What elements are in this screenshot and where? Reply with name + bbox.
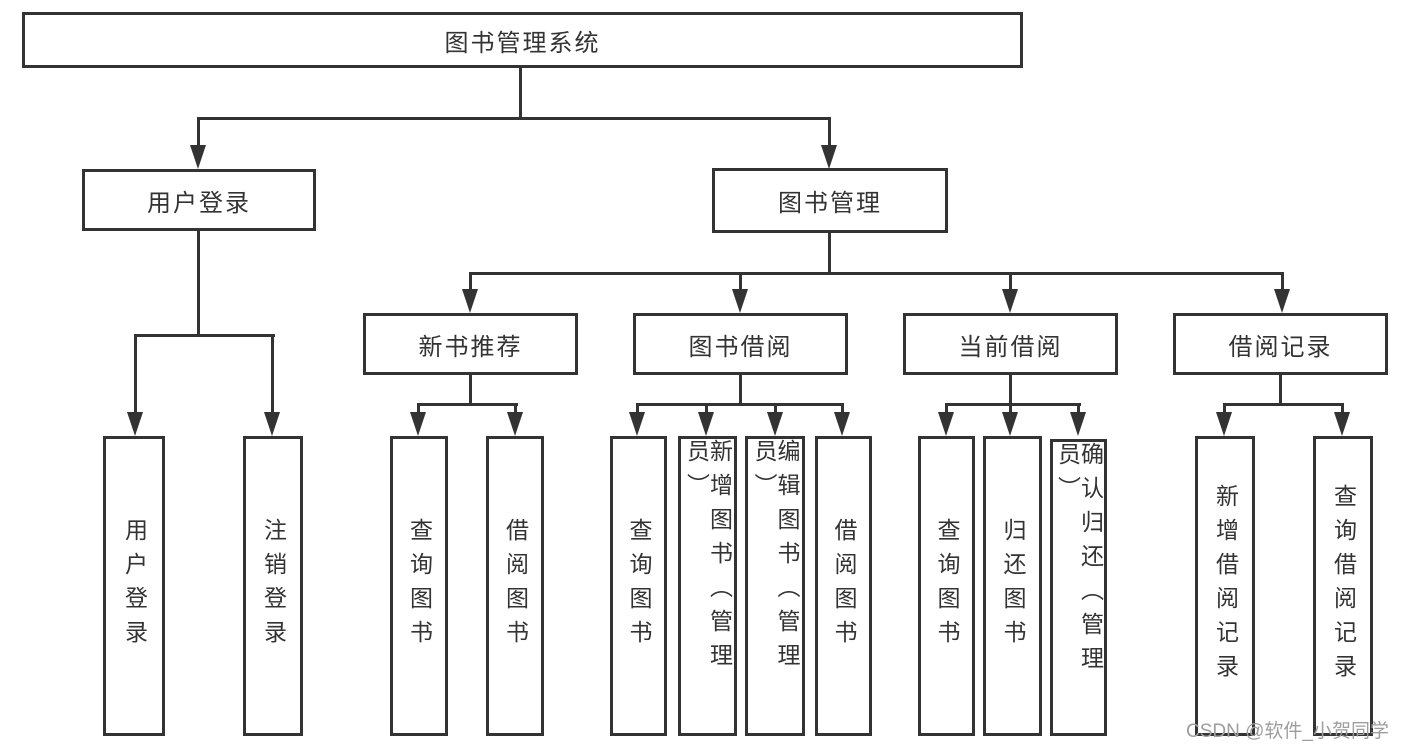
arrowhead-nb-query bbox=[410, 412, 426, 436]
leaf-label: 借阅图书 bbox=[831, 518, 857, 654]
arrowhead-borrowing-records bbox=[1274, 289, 1290, 313]
leaf-bb-query-books: 查询图书 bbox=[610, 436, 667, 736]
connector-br-drop bbox=[1279, 373, 1282, 405]
connector-stub-bb-edit bbox=[774, 403, 777, 415]
connector-stub-bb-add bbox=[705, 403, 708, 415]
connector-stub-nb-borrow bbox=[514, 403, 517, 415]
leaf-nb-query-books: 查询图书 bbox=[390, 436, 448, 736]
arrowhead-new-book-recommendation bbox=[462, 289, 478, 313]
leaf-br-add-borrow-record: 新增借阅记录 bbox=[1195, 436, 1255, 736]
connector-root-drop bbox=[519, 66, 522, 119]
arrowhead-br-query bbox=[1334, 412, 1350, 436]
arrowhead-bb-edit bbox=[767, 412, 783, 436]
leaf-cb-confirm-return-admin: 确认归还（管理员） bbox=[1050, 439, 1107, 736]
node-borrowing-records: 借阅记录 bbox=[1173, 313, 1388, 375]
connector-user-login-drop bbox=[197, 230, 200, 336]
arrowhead-nb-borrow bbox=[507, 412, 523, 436]
node-label: 图书管理 bbox=[778, 190, 882, 217]
arrowhead-book-borrowing bbox=[732, 289, 748, 313]
leaf-nb-borrow-books: 借阅图书 bbox=[486, 436, 544, 736]
arrowhead-bb-borrow bbox=[834, 412, 850, 436]
leaf-label: 用户登录 bbox=[121, 518, 148, 654]
leaf-bb-edit-books-admin: 编辑图书（管理员） bbox=[745, 436, 805, 736]
leaf-label: 新增图书（管理员） bbox=[683, 439, 733, 677]
connector-level3-split bbox=[469, 272, 1284, 275]
arrowhead-cb-return bbox=[1002, 412, 1018, 436]
connector-cb-drop bbox=[1009, 373, 1012, 405]
connector-user-login-split bbox=[134, 334, 275, 337]
arrowhead-cb-query bbox=[938, 412, 954, 436]
connector-bb-drop bbox=[739, 373, 742, 405]
arrowhead-bb-add bbox=[698, 412, 714, 436]
connector-nb-drop bbox=[469, 373, 472, 405]
connector-stub-current-borrowing bbox=[1009, 272, 1012, 292]
csdn-watermark: CSDN @软件_小贺同学 bbox=[1186, 721, 1389, 742]
node-user-login: 用户登录 bbox=[82, 169, 316, 231]
leaf-label: 查询借阅记录 bbox=[1330, 484, 1357, 688]
connector-stub-br-query bbox=[1341, 403, 1344, 415]
leaf-label: 归还图书 bbox=[1000, 518, 1026, 654]
leaf-label: 借阅图书 bbox=[502, 518, 529, 654]
arrowhead-book-management bbox=[821, 145, 837, 169]
leaf-bb-add-books-admin: 新增图书（管理员） bbox=[678, 436, 737, 736]
arrowhead-leaf-user-login bbox=[127, 412, 143, 436]
leaf-label: 编辑图书（管理员） bbox=[751, 439, 800, 677]
node-new-book-recommendation: 新书推荐 bbox=[363, 313, 578, 375]
leaf-label: 注销登录 bbox=[260, 518, 287, 654]
leaf-label: 确认归还（管理员） bbox=[1054, 442, 1104, 680]
connector-bb-split bbox=[636, 403, 844, 406]
leaf-label: 新增借阅记录 bbox=[1212, 484, 1239, 688]
leaf-user-login: 用户登录 bbox=[103, 436, 165, 736]
leaf-label: 查询图书 bbox=[626, 518, 652, 654]
leaf-bb-borrow-books: 借阅图书 bbox=[815, 436, 872, 736]
connector-cb-split bbox=[945, 403, 1081, 406]
connector-br-split bbox=[1223, 403, 1344, 406]
connector-stub-nb-query bbox=[417, 403, 420, 415]
arrowhead-current-borrowing bbox=[1002, 289, 1018, 313]
leaf-cb-return-books: 归还图书 bbox=[983, 436, 1042, 736]
arrowhead-leaf-logout bbox=[264, 412, 280, 436]
node-label: 当前借阅 bbox=[958, 333, 1063, 361]
leaf-br-query-borrow-record: 查询借阅记录 bbox=[1313, 436, 1373, 736]
node-label: 新书推荐 bbox=[418, 333, 523, 361]
node-label: 图书管理系统 bbox=[444, 29, 601, 57]
arrowhead-user-login bbox=[190, 145, 206, 169]
connector-stub-new-book-recommendation bbox=[469, 272, 472, 292]
node-label: 借阅记录 bbox=[1228, 333, 1333, 361]
leaf-label: 查询图书 bbox=[934, 518, 960, 654]
node-label: 用户登录 bbox=[147, 189, 251, 217]
connector-stub-cb-confirm bbox=[1077, 403, 1080, 415]
node-library-management-system: 图书管理系统 bbox=[22, 12, 1023, 68]
connector-stub-bb-query bbox=[636, 403, 639, 415]
node-label: 图书借阅 bbox=[688, 333, 793, 361]
leaf-label: 查询图书 bbox=[406, 518, 433, 654]
connector-stub-leaf-logout bbox=[271, 334, 274, 413]
leaf-cb-query-books: 查询图书 bbox=[918, 436, 975, 736]
connector-stub-cb-query bbox=[945, 403, 948, 415]
connector-stub-user-login bbox=[197, 117, 200, 147]
connector-root-split bbox=[197, 117, 831, 120]
arrowhead-bb-query bbox=[629, 412, 645, 436]
arrowhead-cb-confirm bbox=[1070, 412, 1086, 436]
connector-stub-book-management bbox=[828, 117, 831, 147]
connector-stub-bb-borrow bbox=[841, 403, 844, 415]
connector-nb-split bbox=[417, 403, 518, 406]
node-current-borrowing: 当前借阅 bbox=[903, 313, 1118, 375]
node-book-borrowing: 图书借阅 bbox=[633, 313, 848, 375]
connector-stub-book-borrowing bbox=[739, 272, 742, 292]
connector-stub-cb-return bbox=[1009, 403, 1012, 415]
connector-stub-borrowing-records bbox=[1281, 272, 1284, 292]
connector-book-management-drop bbox=[828, 232, 831, 275]
connector-stub-br-add bbox=[1223, 403, 1226, 415]
connector-stub-leaf-user-login bbox=[134, 334, 137, 413]
node-book-management: 图书管理 bbox=[712, 168, 948, 233]
leaf-logout: 注销登录 bbox=[243, 436, 303, 736]
arrowhead-br-add bbox=[1216, 412, 1232, 436]
